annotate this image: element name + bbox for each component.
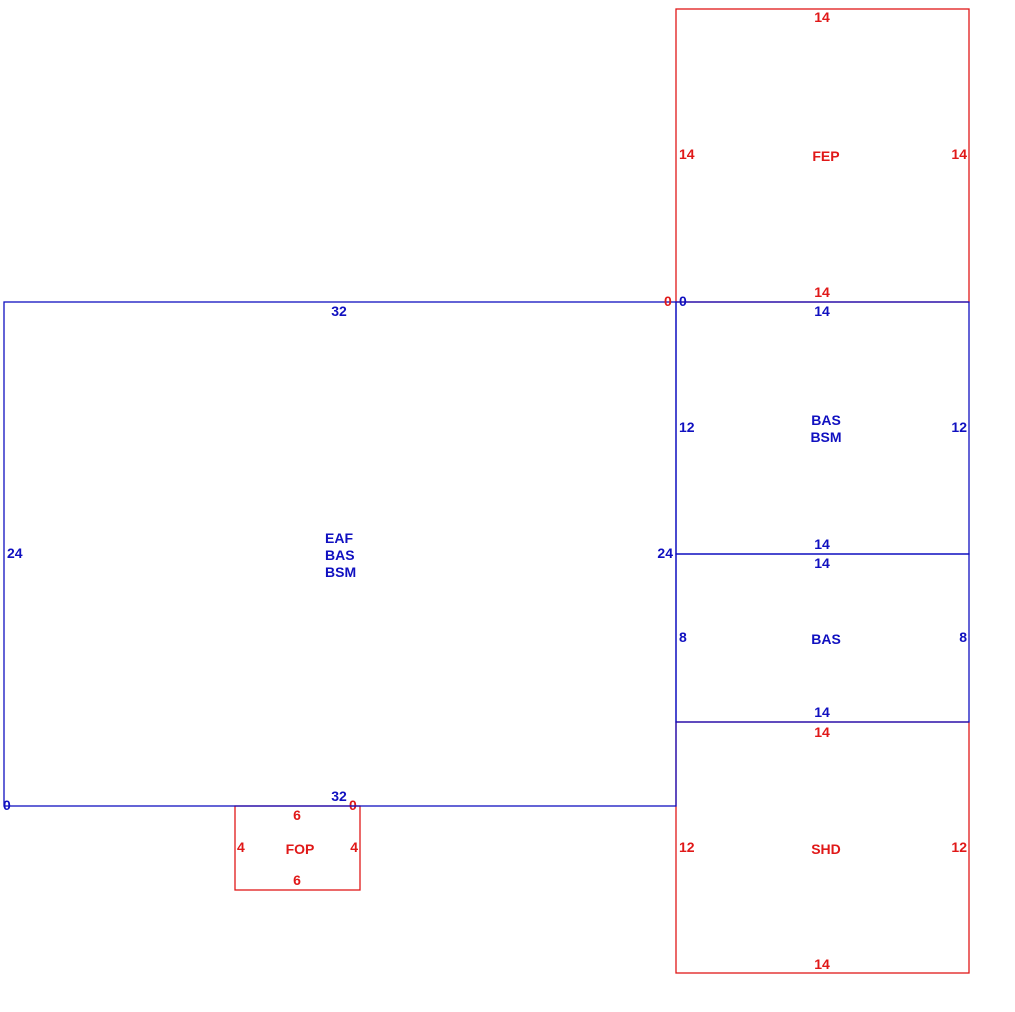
bas-label: BAS <box>811 631 841 647</box>
main-bottom-dimension: 32 <box>331 788 347 804</box>
fop-corner-marker: 0 <box>349 797 357 813</box>
main-top-dimension: 32 <box>331 303 347 319</box>
bas-bsm-corner-marker: 0 <box>679 293 687 309</box>
area-bas-bsm[interactable]: 0 14 12 12 BAS BSM 14 <box>675 293 970 555</box>
bas-outline <box>675 553 970 723</box>
fep-top-dimension: 14 <box>814 9 830 25</box>
area-bas[interactable]: 14 8 8 BAS 14 <box>675 553 970 723</box>
main-label-line-2: BAS <box>325 547 355 563</box>
fop-bottom-dimension: 6 <box>293 872 301 888</box>
area-main-eaf-bas-bsm[interactable]: 32 24 24 32 EAF BAS BSM 0 0 <box>3 293 677 813</box>
area-shd[interactable]: 14 12 12 SHD 14 <box>675 721 970 974</box>
main-right-dimension: 24 <box>657 545 673 561</box>
shd-label: SHD <box>811 841 841 857</box>
fop-left-dimension: 4 <box>237 839 245 855</box>
bas-bsm-label-line-2: BSM <box>810 429 841 445</box>
fep-bottom-dimension: 14 <box>814 284 830 300</box>
fop-top-dimension: 6 <box>293 807 301 823</box>
main-label-line-1: EAF <box>325 530 353 546</box>
main-label-line-3: BSM <box>325 564 356 580</box>
area-fop[interactable]: 6 4 4 FOP 6 0 <box>234 797 361 891</box>
bas-bsm-left-dimension: 12 <box>679 419 695 435</box>
bas-bottom-dimension: 14 <box>814 704 830 720</box>
fep-label: FEP <box>812 148 839 164</box>
bas-left-dimension: 8 <box>679 629 687 645</box>
bas-bsm-right-dimension: 12 <box>951 419 967 435</box>
fep-right-dimension: 14 <box>951 146 967 162</box>
bas-bsm-outline <box>675 301 970 555</box>
shd-top-dimension: 14 <box>814 724 830 740</box>
main-topright-corner-marker: 0 <box>664 293 672 309</box>
area-fep[interactable]: 14 14 14 FEP 14 <box>675 8 970 303</box>
fep-left-dimension: 14 <box>679 146 695 162</box>
bas-bsm-label-line-1: BAS <box>811 412 841 428</box>
shd-right-dimension: 12 <box>951 839 967 855</box>
shd-bottom-dimension: 14 <box>814 956 830 972</box>
main-left-dimension: 24 <box>7 545 23 561</box>
bas-top-dimension: 14 <box>814 555 830 571</box>
fop-label: FOP <box>286 841 315 857</box>
fop-right-dimension: 4 <box>350 839 358 855</box>
main-corner-marker: 0 <box>3 797 11 813</box>
shd-left-dimension: 12 <box>679 839 695 855</box>
bas-bsm-top-dimension: 14 <box>814 303 830 319</box>
bas-bsm-bottom-dimension: 14 <box>814 536 830 552</box>
bas-right-dimension: 8 <box>959 629 967 645</box>
